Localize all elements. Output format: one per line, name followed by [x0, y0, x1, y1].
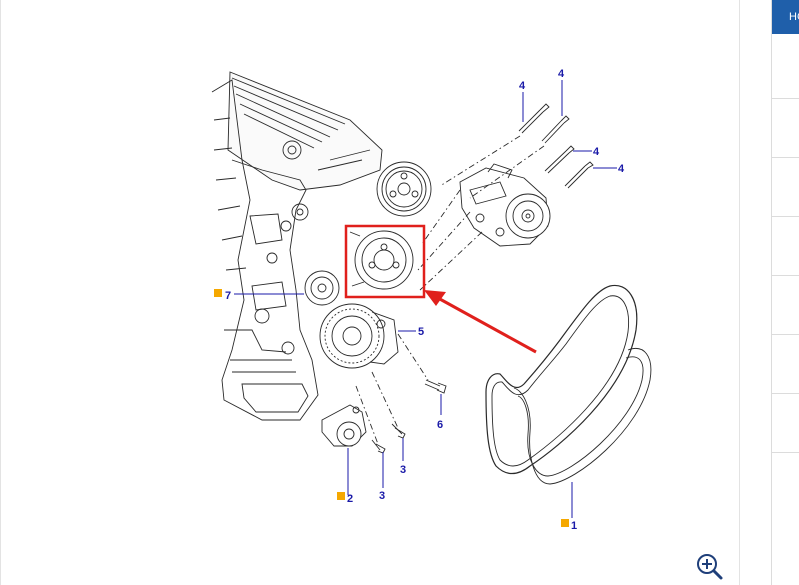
- highlight-arrow: [424, 290, 537, 354]
- callout-label-6[interactable]: 6: [437, 419, 443, 431]
- callout-label-1[interactable]: 1: [571, 520, 577, 532]
- callout-leaders: [234, 80, 617, 518]
- callout-marker-2: [337, 492, 345, 500]
- diagram-panel: [0, 0, 740, 585]
- side-row-divider: [772, 157, 799, 158]
- callout-marker-1: [561, 519, 569, 527]
- callout-label-4[interactable]: 4: [618, 163, 625, 175]
- callout-label-3[interactable]: 3: [400, 464, 406, 476]
- side-tab[interactable]: HC: [772, 0, 799, 34]
- side-row-divider: [772, 98, 799, 99]
- side-panel: HC: [771, 0, 799, 585]
- panel-gap: [740, 0, 771, 585]
- callout-label-7[interactable]: 7: [225, 290, 231, 302]
- parts-diagram: 4 4 4 4 7 5 6 3 3 2 1: [211, 68, 723, 580]
- engine-illustration: [211, 71, 652, 485]
- callout-label-4[interactable]: 4: [519, 80, 526, 92]
- side-row-divider: [772, 393, 799, 394]
- callout-label-4[interactable]: 4: [593, 146, 600, 158]
- callout-label-2[interactable]: 2: [347, 493, 353, 505]
- callout-marker-7: [214, 289, 222, 297]
- callout-label-4[interactable]: 4: [558, 68, 565, 80]
- side-row-divider: [772, 275, 799, 276]
- part-highlight-box[interactable]: [344, 224, 426, 299]
- zoom-in-icon[interactable]: [697, 554, 723, 580]
- side-row-divider: [772, 334, 799, 335]
- callout-label-5[interactable]: 5: [418, 326, 424, 338]
- side-row-divider: [772, 216, 799, 217]
- callout-label-3[interactable]: 3: [379, 490, 385, 502]
- side-row-divider: [772, 452, 799, 453]
